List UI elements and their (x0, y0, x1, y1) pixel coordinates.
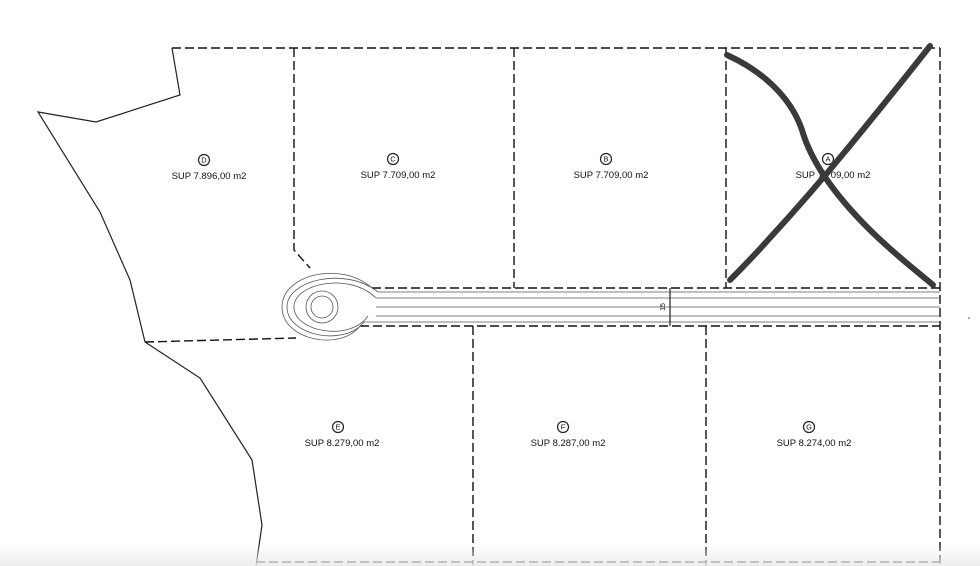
lot-b-letter: B (603, 155, 608, 164)
lot-c: C SUP 7.709,00 m2 (361, 152, 436, 181)
cross-stroke-2 (727, 43, 933, 283)
lot-d-area: SUP 7.896,00 m2 (172, 171, 247, 182)
lot-g: G SUP 8.274,00 m2 (777, 420, 852, 449)
lot-c-letter: C (390, 155, 396, 164)
lot-d-letter: D (201, 156, 207, 165)
lot-f: F SUP 8.287,00 m2 (531, 420, 606, 449)
lot-e: E SUP 8.279,00 m2 (305, 420, 380, 449)
lot-g-area: SUP 8.274,00 m2 (777, 438, 852, 449)
cul-de-sac-island-outer (305, 290, 339, 324)
road-outline-3 (293, 282, 377, 332)
lot-g-letter-circle (802, 420, 816, 434)
bottom-fade (0, 544, 980, 566)
lot-f-letter-circle (556, 420, 570, 434)
lot-c-area: SUP 7.709,00 m2 (361, 170, 436, 181)
lot-b-letter-circle (599, 152, 613, 166)
lot-f-area: SUP 8.287,00 m2 (531, 438, 606, 449)
divider-d-e (144, 337, 297, 343)
road: 15 (281, 272, 940, 341)
lot-a-cross-mark (724, 43, 936, 288)
lot-a-area: SUP 7.709,00 m2 (796, 170, 871, 181)
lot-b: B SUP 7.709,00 m2 (574, 152, 649, 181)
lot-e-area: SUP 8.279,00 m2 (305, 438, 380, 449)
lot-c-letter-circle (386, 152, 400, 166)
lot-b-area: SUP 7.709,00 m2 (574, 170, 649, 181)
road-outline-2 (286, 277, 379, 337)
stray-dot (968, 317, 970, 319)
lot-e-letter: E (335, 423, 340, 432)
lot-a-letter-circle (821, 152, 835, 166)
lot-a: A SUP 7.709,00 m2 (796, 152, 871, 181)
lot-e-letter-circle (331, 420, 345, 434)
lot-d: D SUP 7.896,00 m2 (172, 153, 247, 182)
lot-a-letter: A (825, 155, 830, 164)
lot-d-letter-circle (197, 153, 211, 167)
cul-de-sac-island-inner (310, 295, 334, 319)
lot-g-letter: G (806, 423, 812, 432)
lot-labels: D SUP 7.896,00 m2 C SUP 7.709,00 m2 B SU… (172, 152, 871, 449)
road-width-label: 15 (660, 303, 667, 311)
divider-d-c (293, 48, 311, 269)
lot-f-letter: F (561, 423, 566, 432)
boundary-west-d (36, 47, 181, 343)
boundary-west-e (144, 341, 263, 566)
road-outline-outer (281, 272, 373, 341)
